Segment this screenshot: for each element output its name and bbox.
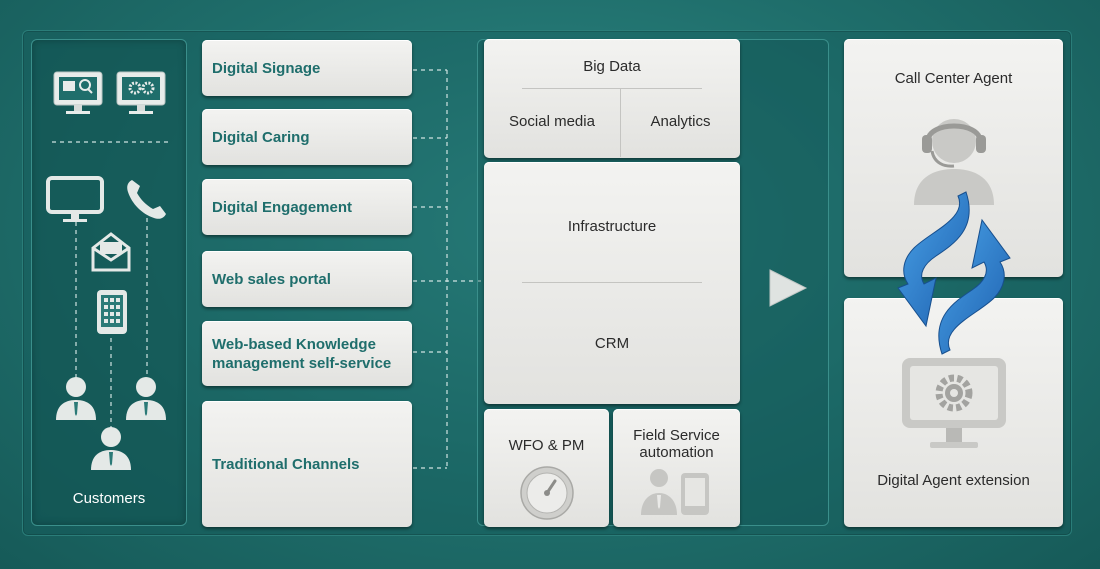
analytics-label: Analytics [650, 113, 711, 130]
headset-agent-icon [914, 119, 994, 205]
digital-agent-panel: Digital Agent extension [844, 298, 1063, 527]
cycle-arrows-icon [897, 191, 1011, 355]
channel-digital-caring[interactable]: Digital Caring [202, 109, 412, 165]
settings-screen-icon [116, 71, 166, 114]
play-arrow-icon [769, 269, 808, 307]
person-icon [56, 377, 96, 420]
big-data-panel: Big Data Social media Analytics [484, 39, 740, 158]
gauge-icon [520, 466, 574, 520]
infrastructure-crm-panel: Infrastructure CRM [484, 162, 740, 404]
field-service-label: Field Service automation [633, 427, 720, 461]
call-center-agent-label: Call Center Agent [894, 70, 1013, 87]
big-data-title: Big Data [583, 58, 641, 75]
digital-agent-label: Digital Agent extension [877, 472, 1030, 489]
channel-digital-engagement[interactable]: Digital Engagement [202, 179, 412, 235]
customers-label: Customers [72, 490, 146, 507]
agent-device-icon [641, 469, 709, 515]
channel-digital-signage[interactable]: Digital Signage [202, 40, 412, 96]
wfo-pm-label: WFO & PM [508, 437, 585, 454]
envelope-icon [91, 232, 131, 272]
channel-traditional[interactable]: Traditional Channels [202, 401, 412, 527]
wfo-pm-panel: WFO & PM [484, 409, 609, 527]
big-data-vertical-divider [620, 89, 621, 157]
person-icon [126, 377, 166, 420]
channel-knowledge-management[interactable]: Web-based Knowledge management self-serv… [202, 321, 412, 386]
monitor-icon [46, 176, 104, 222]
big-data-divider [522, 88, 702, 89]
infra-crm-divider [522, 282, 702, 283]
social-media-label: Social media [509, 113, 595, 130]
field-service-panel: Field Service automation [613, 409, 740, 527]
channel-web-sales-portal[interactable]: Web sales portal [202, 251, 412, 307]
phone-icon [127, 180, 166, 219]
gear-monitor-icon [902, 358, 1006, 448]
infrastructure-label: Infrastructure [567, 218, 657, 235]
crm-label: CRM [594, 335, 630, 352]
tablet-icon [97, 290, 127, 334]
person-icon [91, 427, 131, 470]
kiosk-screen-icon [53, 71, 103, 114]
